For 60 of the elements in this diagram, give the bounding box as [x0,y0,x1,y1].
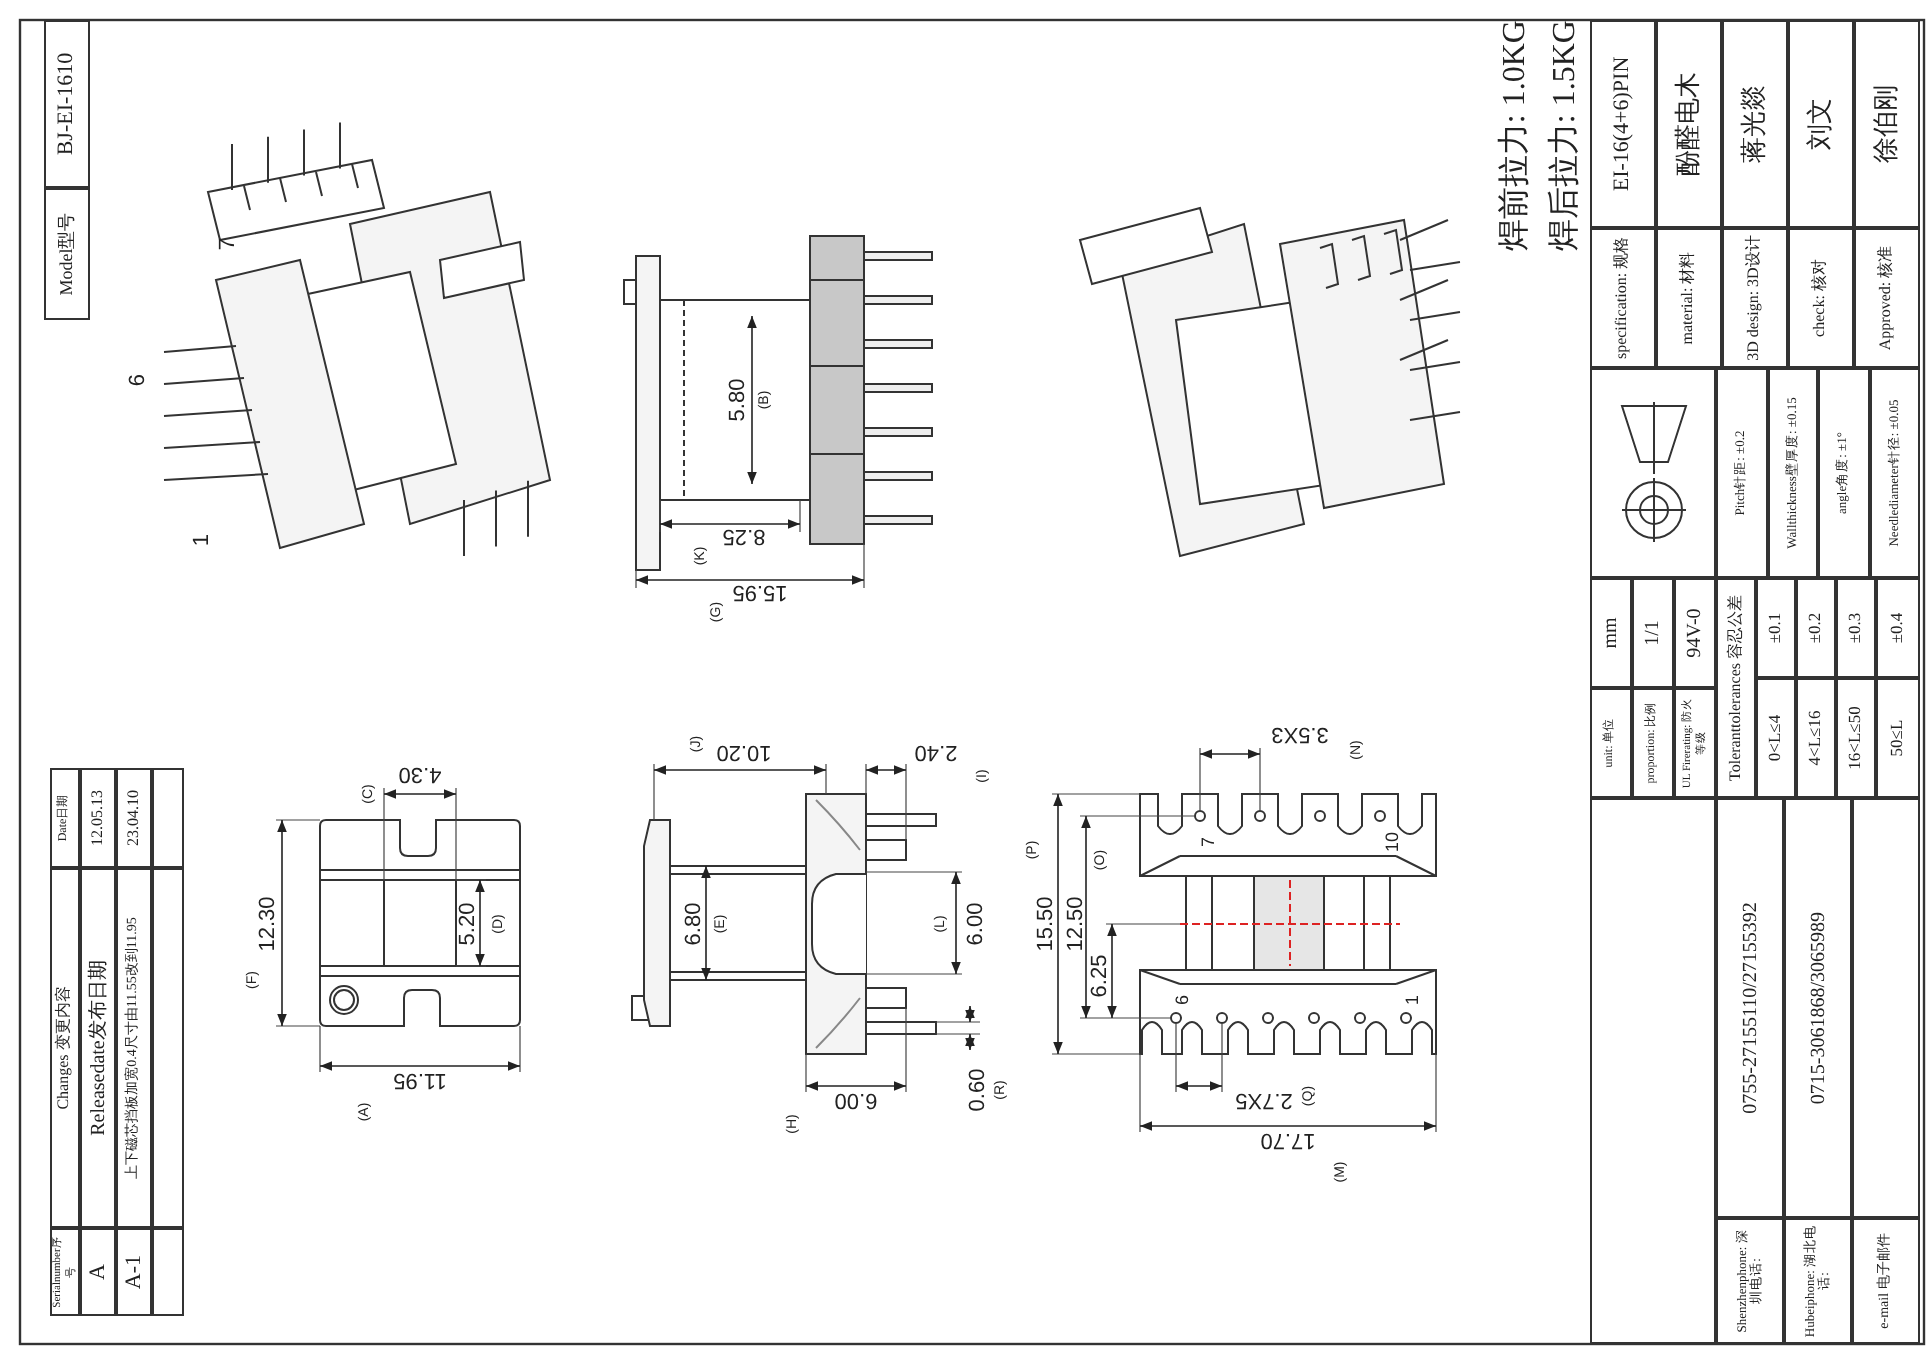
pin-number: 7 [216,237,240,251]
model-label: Model型号 [44,188,90,320]
dimension-value: 6.25 [1088,954,1112,998]
phone-number: 0715-3061868/3065989 [1784,798,1852,1218]
pull-force-note: 焊后拉力: 1.5KG [1545,20,1584,256]
tolerance-value: ±0.4 [1876,578,1920,678]
dimension-value: 2.7X5 [1235,1088,1293,1112]
dimension-value: 8.25 [722,524,766,548]
dimension-value: 6.80 [682,902,706,946]
field-label: Approved: 核准 [1854,228,1920,368]
range-value: 0<L≤4 [1756,678,1796,798]
field-label: specification: 规格 [1590,228,1656,368]
dimension-value: 6.00 [834,1088,878,1112]
model-number: BJ-EI-1610 [44,20,90,188]
tolerance-value: ±0.1 [1756,578,1796,678]
field-value: 94V-0 [1674,578,1716,688]
field-value: 刘文 [1788,20,1854,228]
pin-number: 6 [1172,995,1192,1005]
table-header: Toleranttolerances 容忍公差 [1716,578,1756,798]
dimension-value: 15.50 [1034,896,1058,952]
release-date: 12.05.13 [80,768,116,868]
field-value: 蒋光燚 [1722,20,1788,228]
phone-number: 0755-27155110/27155392 [1716,798,1784,1218]
column-header: Changes 变更内容 [50,868,80,1228]
revision-code: A-1 [116,1228,152,1316]
pull-force-note: 焊前拉力: 1.0KG [1495,20,1534,256]
dimension-value: 4.30 [398,762,442,786]
dimension-value: 15.95 [732,580,788,604]
dimension-value: 2.40 [914,740,958,764]
field-label: material: 材料 [1656,228,1722,368]
pin-number: 10 [1382,832,1402,852]
dimension-value: 12.30 [256,896,280,952]
pin-number: 1 [190,533,214,547]
field-label: 3D design: 3D设计 [1722,228,1788,368]
field-label: check: 核对 [1788,228,1854,368]
tolerance-value: ±0.2 [1796,578,1836,678]
range-value: 4<L≤16 [1796,678,1836,798]
dimension-value: 11.95 [393,1068,447,1092]
pin-number: 7 [1198,837,1218,847]
range-value: 50≤L [1876,678,1920,798]
dimension-value: 0.60 [966,1068,990,1112]
field-value: mm [1590,578,1632,688]
field-value: EI-16(4+6)PIN [1590,20,1656,228]
change-description: Releasedate发布日期 [80,868,116,1228]
dimension-value: 3.5X3 [1271,722,1329,746]
tolerance-value: ±0.3 [1836,578,1876,678]
dimension-value: 5.20 [456,902,480,946]
dimension-value: 10.20 [716,740,772,764]
field-value: 1/1 [1632,578,1674,688]
release-date: 23.04.10 [116,768,152,868]
dimension-value: 12.50 [1064,896,1088,952]
dimension-value: 6.00 [964,902,988,946]
pin-number: 6 [126,373,150,387]
field-value: 酚醛电木 [1656,20,1722,228]
dimension-value: 5.80 [726,378,750,422]
revision-code: A [80,1228,116,1316]
pin-number: 1 [1402,995,1422,1005]
field-value: 徐伯刚 [1854,20,1920,228]
dimension-value: 17.70 [1260,1128,1316,1152]
range-value: 16<L≤50 [1836,678,1876,798]
